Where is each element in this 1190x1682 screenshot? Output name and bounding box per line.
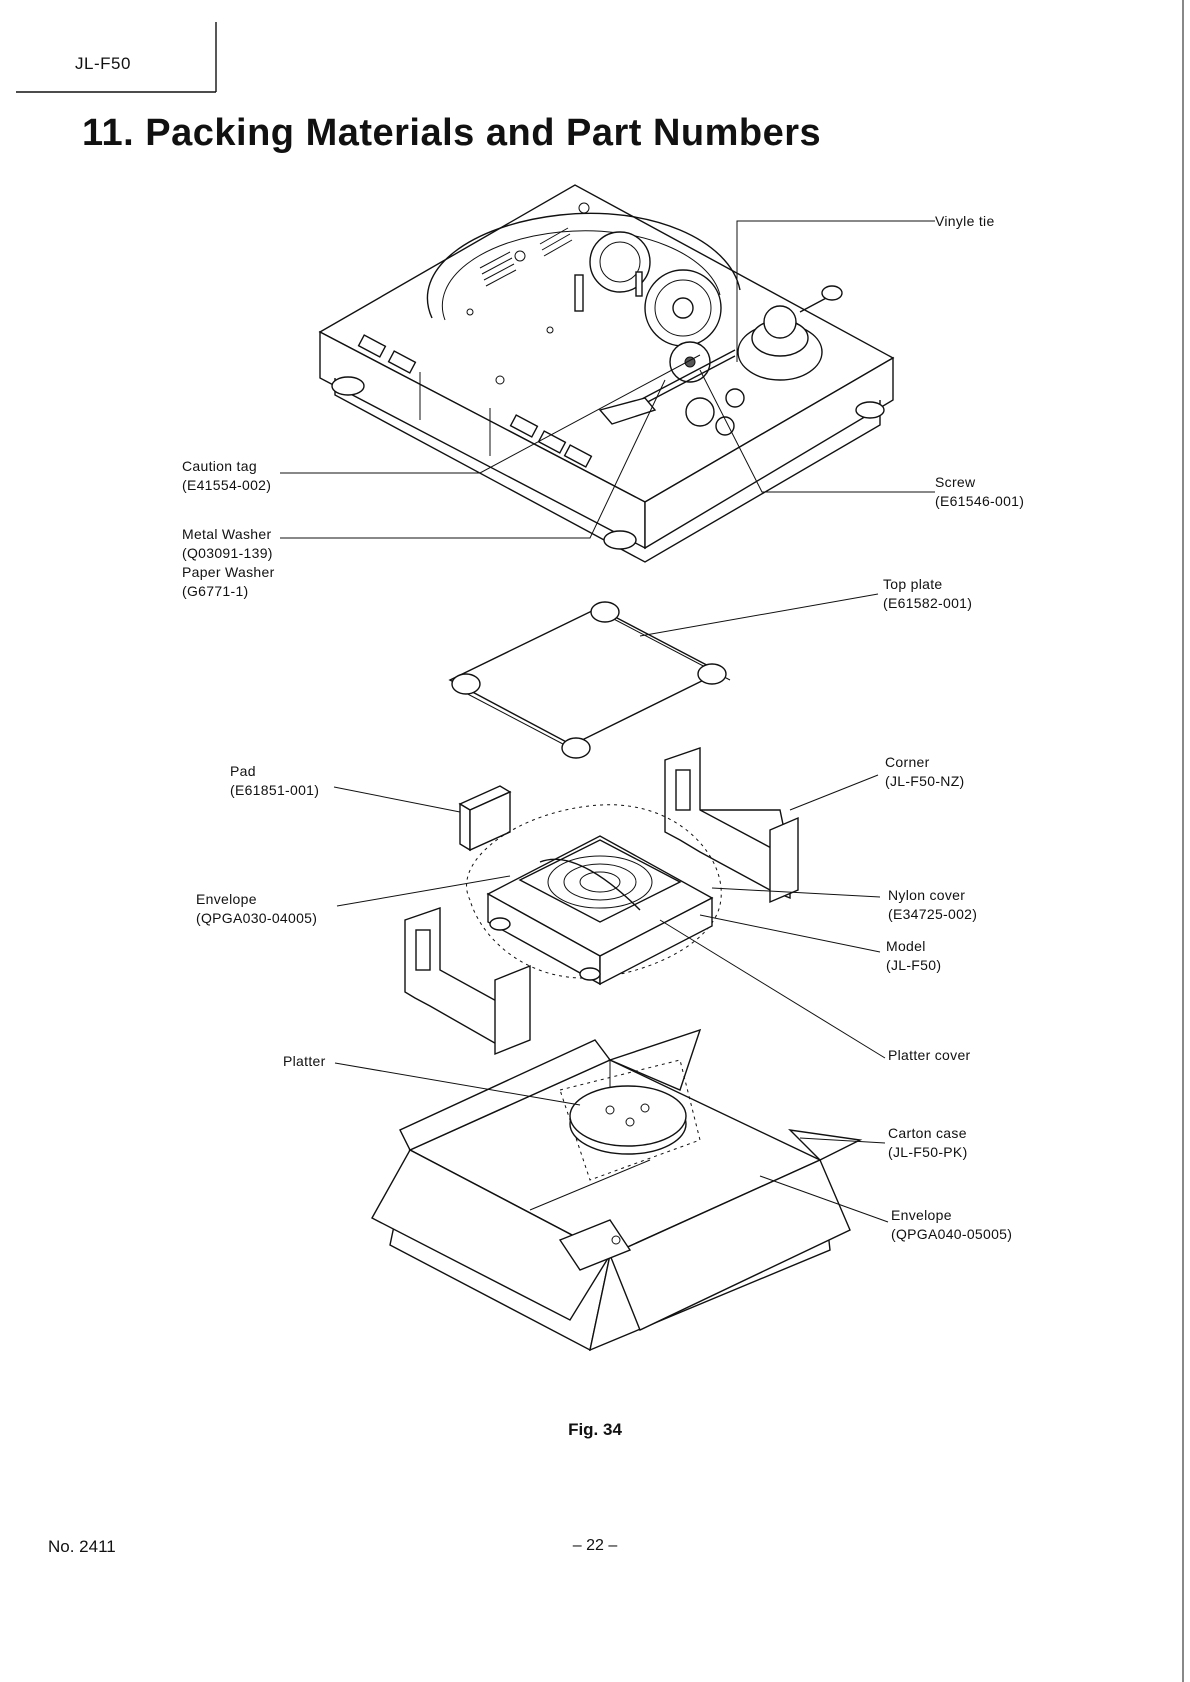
model-name: Model xyxy=(886,938,926,954)
label-caution-tag: Caution tag (E41554-002) xyxy=(182,457,271,495)
page-title: 11. Packing Materials and Part Numbers xyxy=(82,112,822,154)
label-vinyle-tie: Vinyle tie xyxy=(935,213,995,229)
pad-drawing xyxy=(458,785,512,852)
metal-washer-name: Metal Washer xyxy=(182,526,272,542)
corner-right-drawing xyxy=(664,747,799,904)
pad-part: (E61851-001) xyxy=(230,782,320,798)
turntable-drawing xyxy=(318,184,895,563)
label-top-plate: Top plate (E61582-001) xyxy=(883,575,972,613)
paper-washer-name: Paper Washer xyxy=(182,564,275,580)
leader-lines xyxy=(280,220,935,1223)
carton-case-part: (JL-F50-PK) xyxy=(888,1144,968,1160)
label-envelope-1: Envelope (QPGA030-04005) xyxy=(196,890,317,928)
model-code: JL-F50 xyxy=(75,54,131,73)
label-nylon-cover: Nylon cover (E34725-002) xyxy=(888,886,977,924)
nylon-cover-name: Nylon cover xyxy=(888,887,966,903)
caution-tag-name: Caution tag xyxy=(182,458,257,474)
envelope-1-part: (QPGA030-04005) xyxy=(196,910,318,926)
page-number: – 22 – xyxy=(572,1537,618,1554)
figure-caption: Fig. 34 xyxy=(568,1420,622,1439)
model-part: (JL-F50) xyxy=(886,957,942,973)
label-washers: Metal Washer (Q03091-139) Paper Washer (… xyxy=(182,525,275,601)
label-envelope-2: Envelope (QPGA040-05005) xyxy=(891,1206,1012,1244)
pad-name: Pad xyxy=(230,763,256,779)
corner-name: Corner xyxy=(885,754,930,770)
label-screw: Screw (E61546-001) xyxy=(935,473,1024,511)
top-plate-drawing xyxy=(448,601,731,759)
label-model: Model (JL-F50) xyxy=(886,937,941,975)
top-plate-name: Top plate xyxy=(883,576,943,592)
metal-washer-part: (Q03091-139) xyxy=(182,545,273,561)
label-platter: Platter xyxy=(283,1053,326,1069)
nylon-cover-unit-drawing xyxy=(466,804,722,986)
envelope-2-name: Envelope xyxy=(891,1207,952,1223)
screw-part: (E61546-001) xyxy=(935,493,1025,509)
label-corner: Corner (JL-F50-NZ) xyxy=(885,753,965,791)
envelope-2-part: (QPGA040-05005) xyxy=(891,1226,1013,1242)
top-plate-part: (E61582-001) xyxy=(883,595,973,611)
label-pad: Pad (E61851-001) xyxy=(230,762,319,800)
carton-drawing xyxy=(371,1028,863,1352)
label-carton-case: Carton case (JL-F50-PK) xyxy=(888,1124,968,1162)
screw-name: Screw xyxy=(935,474,976,490)
document-number: No. 2411 xyxy=(48,1537,116,1556)
caution-tag-part: (E41554-002) xyxy=(182,477,272,493)
paper-washer-part: (G6771-1) xyxy=(182,583,249,599)
envelope-1-name: Envelope xyxy=(196,891,257,907)
label-platter-cover: Platter cover xyxy=(888,1047,971,1063)
corner-left-drawing xyxy=(404,907,531,1056)
carton-case-name: Carton case xyxy=(888,1125,967,1141)
corner-part: (JL-F50-NZ) xyxy=(885,773,965,789)
nylon-cover-part: (E34725-002) xyxy=(888,906,978,922)
